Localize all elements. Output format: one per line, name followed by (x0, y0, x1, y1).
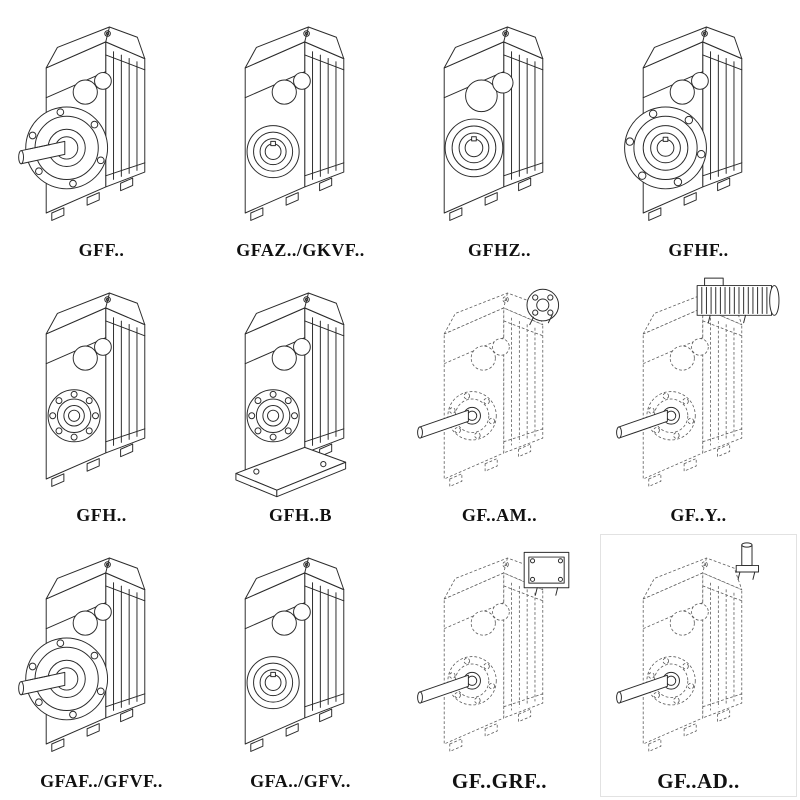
catalog-cell: GF..GRF.. (400, 533, 599, 798)
gearbox-drawing-phantom-flange (416, 288, 559, 487)
catalog-cell: GFA../GFV.. (201, 533, 400, 798)
gearbox-drawing-phantom-shaft-top (615, 542, 759, 752)
model-label: GFAZ../GKVF.. (236, 239, 365, 260)
model-label: GFAF../GFVF.. (40, 770, 163, 791)
model-label: GFH.. (76, 505, 127, 526)
gearbox-drawing-flange-shaft (17, 26, 145, 222)
gearbox-drawing-bearing (45, 292, 145, 487)
gearbox-drawing-hollow-bore (244, 557, 344, 752)
catalog-cell: GF..Y.. (599, 267, 798, 532)
model-label: GFF.. (78, 239, 125, 260)
catalog-cell: GF..AM.. (400, 267, 599, 532)
gearbox-drawing-hollow-bore (244, 26, 344, 222)
gearbox-drawing-phantom-motor (615, 277, 779, 487)
model-label: GFHF.. (668, 239, 729, 260)
gearbox-drawing-flange-shaft (17, 557, 145, 752)
model-label: GF..AM.. (461, 505, 538, 526)
model-label: GFA../GFV.. (250, 770, 351, 791)
catalog-cell: GFHZ.. (400, 2, 599, 267)
model-label: GFHZ.. (467, 239, 531, 260)
model-label: GF..Y.. (670, 505, 727, 526)
gearbox-drawing-flange-hollow (623, 26, 742, 222)
catalog-cell: GFH..B (201, 267, 400, 532)
model-label: GF..GRF.. (451, 768, 548, 793)
catalog-cell: GFF.. (2, 2, 201, 267)
model-label: GFH..B (268, 505, 332, 526)
catalog-cell: GFAZ../GKVF.. (201, 2, 400, 267)
catalog-cell: GFAF../GFVF.. (2, 533, 201, 798)
gearbox-drawing-hollow-bore-large (443, 26, 543, 222)
model-label: GF..AD.. (657, 768, 740, 793)
catalog-cell: GFH.. (2, 267, 201, 532)
gearbox-drawing-bearing-foot (234, 292, 346, 497)
catalog-cell: GFHF.. (599, 2, 798, 267)
gearbox-drawing-phantom-box (416, 551, 569, 752)
catalog-cell: GF..AD.. (599, 533, 798, 798)
